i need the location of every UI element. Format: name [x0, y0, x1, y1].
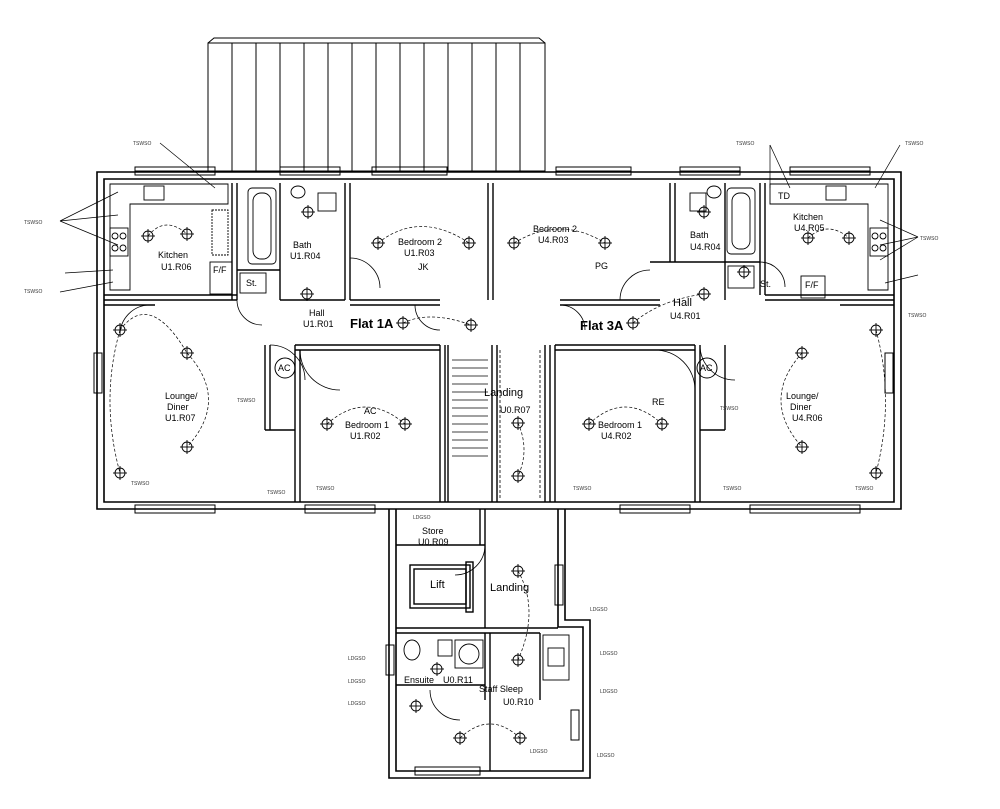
store-name: Store [422, 526, 444, 536]
bedroom2-1-code: U1.R03 [404, 248, 435, 258]
staff-sleep-code: U0.R10 [503, 697, 534, 707]
svg-text:TSWSO: TSWSO [24, 220, 42, 226]
svg-text:LDGSO: LDGSO [597, 753, 615, 759]
svg-text:LDGSO: LDGSO [600, 651, 618, 657]
bedroom2-1-name: Bedroom 2 [398, 237, 443, 247]
ff-label-1: F/F [213, 265, 227, 275]
svg-text:LDGSO: LDGSO [600, 689, 618, 695]
bedroom1-1-name: Bedroom 1 [345, 420, 390, 430]
hall-1-code: U1.R01 [303, 319, 334, 329]
svg-text:LDGSO: LDGSO [348, 679, 366, 685]
kitchen-1-code: U1.R06 [161, 262, 192, 272]
svg-text:TSWSO: TSWSO [920, 236, 938, 242]
bedroom2-4-tag: PG [595, 261, 609, 271]
svg-text:TSWSO: TSWSO [133, 141, 151, 147]
bedroom1-1-code: U1.R02 [350, 431, 381, 441]
st-label-1: St. [246, 278, 258, 288]
svg-text:LDGSO: LDGSO [530, 749, 548, 755]
svg-text:TSWSO: TSWSO [237, 398, 255, 404]
kitchen-1-name: Kitchen [158, 250, 189, 260]
landing-upper-name: Landing [484, 387, 524, 399]
ensuite-name: Ensuite [404, 675, 435, 685]
svg-text:TSWSO: TSWSO [24, 289, 42, 295]
wiring [109, 224, 886, 739]
bedroom2-1-tag: JK [418, 262, 429, 272]
ff-label-4: F/F [805, 280, 819, 290]
lounge-1-name2: Diner [167, 402, 189, 412]
landing-upper-code: U0.R07 [500, 405, 531, 415]
sanitary-fittings [247, 185, 756, 681]
annotation-leaders [59, 142, 919, 293]
hall-1-name: Hall [309, 308, 325, 318]
svg-text:TSWSO: TSWSO [908, 313, 926, 319]
bedroom1-4-code: U4.R02 [601, 431, 632, 441]
store-code: U0.R09 [418, 537, 449, 547]
svg-text:LDGSO: LDGSO [348, 656, 366, 662]
lift-name: Lift [430, 579, 445, 591]
outer-walls [96, 171, 902, 779]
lounge-4-name2: Diner [790, 402, 812, 412]
lounge-1-name: Lounge/ [165, 391, 198, 401]
ac-units [274, 357, 718, 379]
bedroom1-4-name: Bedroom 1 [598, 420, 643, 430]
lounge-4-name: Lounge/ [786, 391, 819, 401]
ac-label-4: AC [700, 363, 713, 373]
kitchen-units [109, 183, 889, 299]
svg-text:TSWSO: TSWSO [316, 486, 334, 492]
bath-1-code: U1.R04 [290, 251, 321, 261]
svg-text:TSWSO: TSWSO [855, 486, 873, 492]
landing-lower-name: Landing [490, 582, 530, 594]
svg-text:TSWSO: TSWSO [131, 481, 149, 487]
svg-text:LDGSO: LDGSO [413, 515, 431, 521]
kitchen-4-tag: TD [778, 191, 790, 201]
flat-1a-label: Flat 1A [350, 316, 394, 331]
roof-canopy [207, 37, 546, 172]
stairs [452, 350, 541, 500]
svg-text:TSWSO: TSWSO [736, 141, 754, 147]
lift-shaft [409, 561, 474, 613]
hall-4-name: Hall [673, 297, 692, 309]
socket-marks: TSWSO TSWSO TSWSO TSWSO TSWSO TSWSO TSWSO TSW… [24, 141, 938, 759]
svg-text:TSWSO: TSWSO [905, 141, 923, 147]
svg-text:TSWSO: TSWSO [723, 486, 741, 492]
staff-sleep-name: Staff Sleep [479, 684, 523, 694]
bath-1-name: Bath [293, 240, 312, 250]
bedroom1-1-tag: AC [364, 406, 377, 416]
svg-text:LDGSO: LDGSO [590, 607, 608, 613]
bedroom2-4-name: Bedroom 2 [533, 224, 578, 234]
svg-text:TSWSO: TSWSO [573, 486, 591, 492]
lounge-4-code: U4.R06 [792, 413, 823, 423]
svg-text:TSWSO: TSWSO [267, 490, 285, 496]
interior-walls [104, 183, 894, 771]
bedroom1-4-tag: RE [652, 397, 665, 407]
lounge-1-code: U1.R07 [165, 413, 196, 423]
hall-4-code: U4.R01 [670, 311, 701, 321]
svg-text:LDGSO: LDGSO [348, 701, 366, 707]
windows [93, 166, 894, 776]
bath-4-name: Bath [690, 230, 709, 240]
kitchen-4-code: U4.R05 [794, 223, 825, 233]
ac-label-1: AC [278, 363, 291, 373]
st-label-4: St. [760, 279, 772, 289]
flat-3a-label: Flat 3A [580, 318, 624, 333]
doors [119, 257, 786, 721]
svg-text:TSWSO: TSWSO [720, 406, 738, 412]
bath-4-code: U4.R04 [690, 242, 721, 252]
ensuite-code: U0.R11 [443, 675, 473, 685]
bedroom2-4-code: U4.R03 [538, 235, 569, 245]
kitchen-4-name: Kitchen [793, 212, 824, 222]
